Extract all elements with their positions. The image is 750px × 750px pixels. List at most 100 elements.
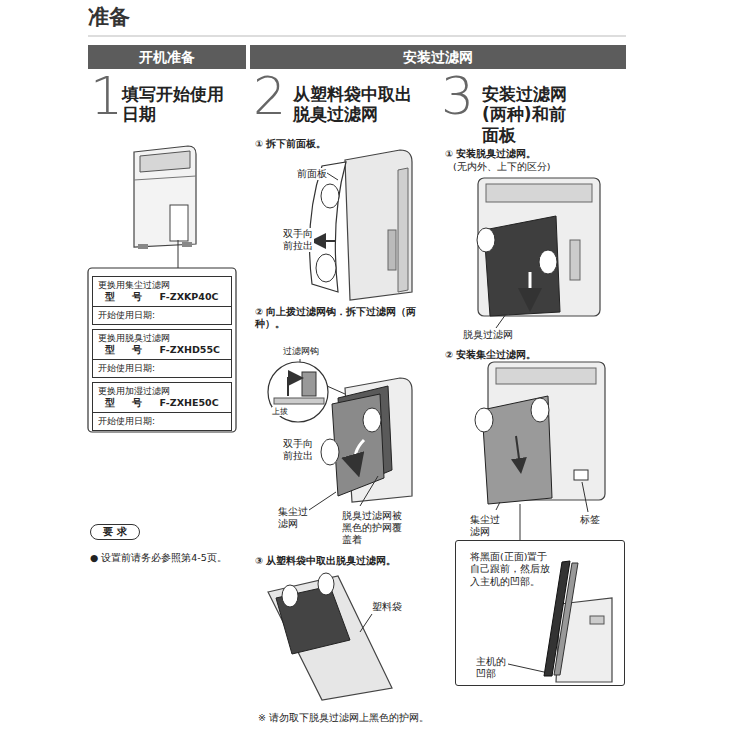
part-label: 标签 [580,514,600,526]
bag-drawing-part [282,585,298,607]
node-text: 要 求 [91,525,139,539]
purifier-drawing-part [327,173,338,180]
purifier-drawing-part [496,368,596,384]
recess-drawing-part [508,664,544,672]
part-label: (无内外、上下的区分) [453,161,550,173]
purifier-drawing-part [482,396,552,504]
purifier-drawing-part [134,176,196,180]
header-rule-part [88,36,626,37]
node-text: 更换用集尘过滤网 [93,277,231,291]
step-instruction: ① 拆下前面板。 [255,138,326,150]
node-subtext: 型 号 F-ZXHD55C [93,344,231,359]
part-label: ● 设置前请务必参照第4-5页。 [90,552,227,564]
step-number: 3 [441,70,474,122]
hook-inset-part [302,372,316,396]
purifier-drawing-part [332,394,384,496]
section-band: 开机准备 [88,45,246,69]
header-rule [88,36,626,37]
step-heading: 从塑料袋中取出脱臭过滤网 [293,84,417,125]
node-subtext: 型 号 F-ZXHE50C [93,397,231,412]
bag-drawing-part [318,573,334,595]
step-number: 2 [253,70,286,122]
node-text: 更换用脱臭过滤网 [93,330,231,344]
purifier-drawing-part [574,470,588,480]
node-subtext: 开始使用日期: [93,412,231,430]
part-label: 集尘过滤网 [278,506,309,530]
hook-inset-part [268,362,328,422]
purifier-drawing-part [478,178,600,316]
node-text: 将黑面(正面)置于自己跟前，然后放入主机的凹部。 [470,551,550,588]
purifier-drawing-part [178,240,179,268]
bag-drawing-part [276,586,350,654]
part-label: 集尘过滤网 [470,514,501,538]
sticker-frame-part [88,268,236,432]
purifier-drawing-part [321,439,339,465]
hook-inset-part [288,378,296,396]
purifier-drawing-part [529,272,532,300]
part-label: 脱臭过滤网被黑色的护网覆盖着 [342,510,402,546]
purifier-drawing-part [477,228,495,252]
purifier-drawing-part [484,216,560,316]
purifier-drawing-part [310,162,346,292]
node-subtext: 开始使用日期: [93,306,231,324]
purifier-drawing-part [134,146,196,247]
part-label: 脱臭过滤网 [463,329,513,341]
node-text: 更换用加湿过滤网 [93,383,231,397]
purifier-drawing-part [318,240,336,242]
part-label: 双手向前拉出 [283,228,314,252]
purifier-drawing [477,178,600,328]
purifier-drawing-part [496,502,500,510]
part-label: ※ 请勿取下脱臭过滤网上黑色的护网。 [258,712,429,724]
step-heading: 填写开始使用日期 [122,84,228,125]
filter-label: 更换用脱臭过滤网型 号 F-ZXHD55C开始使用日期: [92,329,232,378]
purifier-drawing-part [539,250,557,274]
filter-label: 更换用加湿过滤网型 号 F-ZXHE50C开始使用日期: [92,382,232,431]
part-label: 上拔 [272,407,288,416]
node-subtext: 开始使用日期: [93,359,231,377]
purifier-drawing-part [140,151,190,172]
purifier-drawing-part [570,240,580,280]
step-instruction: ③ 从塑料袋中取出脱臭过滤网。 [255,555,396,567]
step-instruction: ② 向上拨过滤网钩．拆下过滤网（两种）。 [255,306,427,330]
part-label: 主机的凹部 [476,656,507,680]
bag-drawing [268,573,392,700]
recess-drawing-part [590,616,604,624]
purifier-drawing-part [520,504,521,540]
node-subtext: 型 号 F-ZXKP40C [93,291,231,306]
purifier-drawing-part [321,184,339,208]
purifier-drawing-part [138,244,148,249]
bag-drawing-part [360,614,372,632]
purifier-drawing-part [388,230,396,270]
purifier-drawing-part [531,398,549,422]
hook-inset-part [274,398,324,404]
hook-inset-part [327,386,345,394]
part-label: 前面板 [297,168,327,180]
part-label: 塑料袋 [372,601,402,613]
purifier-drawing-part [363,408,381,432]
purifier-drawing-part [170,205,188,241]
purifier-drawing-part [516,436,520,466]
purifier-drawing-part [496,314,506,328]
note-tag: 要 求 [90,524,140,540]
step-instruction: ① 安装脱臭过滤网。 [445,148,536,160]
recess-drawing-part [554,563,578,675]
purifier-drawing-part [316,254,336,282]
purifier-drawing-part [182,242,192,247]
section-band: 安装过滤网 [250,45,626,69]
hook-inset-part [300,359,301,362]
purifier-drawing-part [475,408,493,432]
purifier-drawing-part [486,184,592,202]
purifier-drawing-part [355,440,364,466]
purifier-drawing-part [582,482,588,512]
purifier-drawing [306,378,412,512]
node-text: 开机准备 [88,45,246,69]
purifier-drawing [134,146,196,268]
node-text: 安装过滤网 [250,45,626,69]
step-number: 1 [90,70,123,122]
step-instruction: ② 安装集尘过滤网。 [445,349,536,361]
filter-label: 更换用集尘过滤网型 号 F-ZXKP40C开始使用日期: [92,276,232,325]
purifier-drawing-part [345,150,412,300]
purifier-drawing-part [306,492,336,512]
sticker-frame [88,268,236,432]
